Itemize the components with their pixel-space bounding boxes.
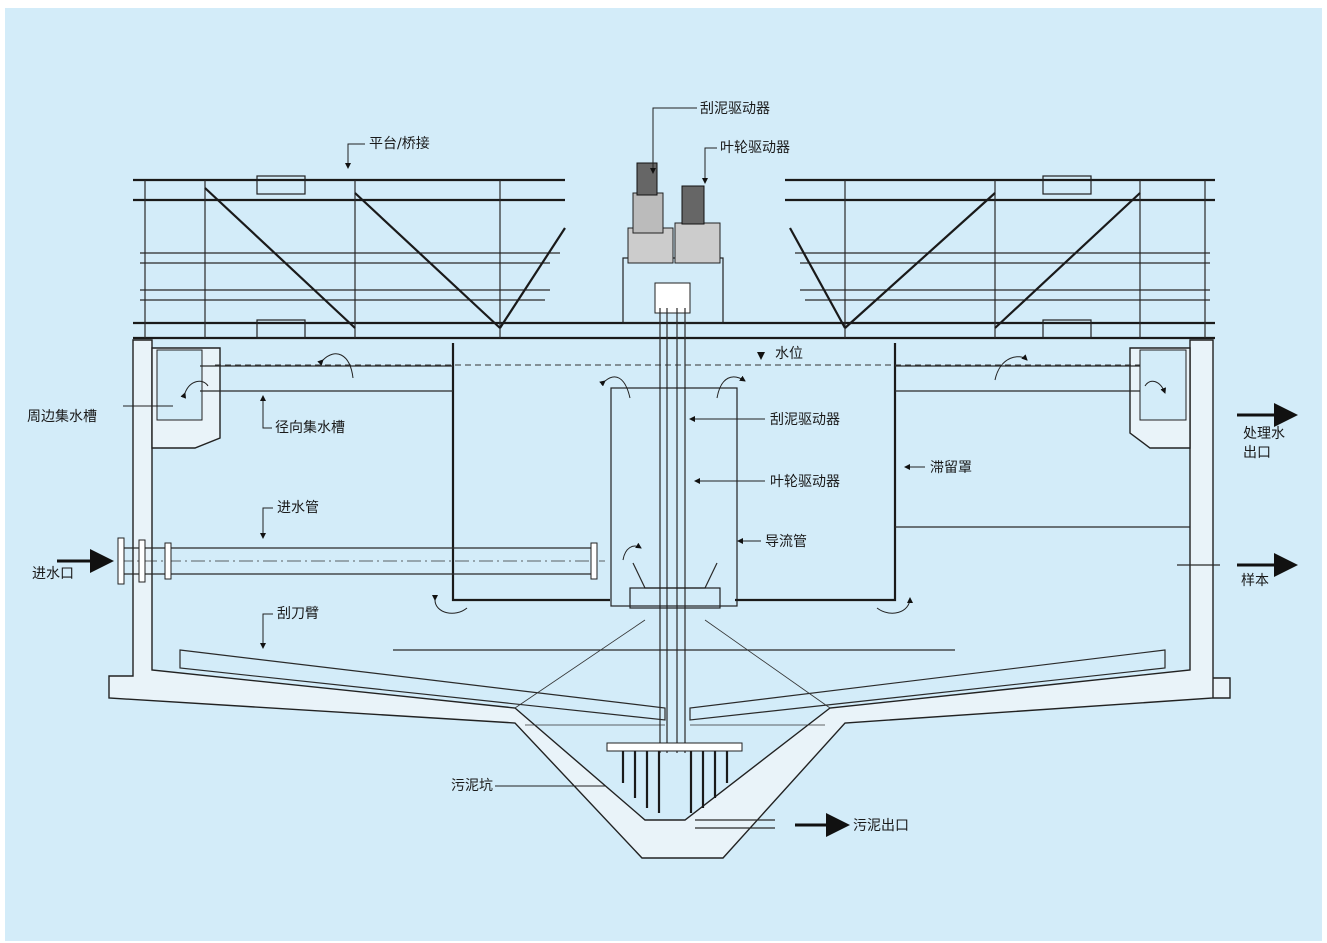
- draft-tube: [610, 387, 738, 609]
- label-platform-bridge: 平台/桥接: [369, 135, 430, 152]
- leader-lines: [123, 107, 925, 787]
- scraper-arms: [179, 619, 1166, 726]
- label-peripheral-launder: 周边集水槽: [27, 408, 97, 425]
- label-retention-hood: 滞留罩: [930, 460, 972, 476]
- label-scraper-drive-top: 刮泥驱动器: [700, 101, 770, 117]
- radial-launders: [200, 365, 1140, 392]
- label-sample: 样本: [1241, 573, 1269, 589]
- water-level-marker: [757, 352, 765, 360]
- label-scraper-arm: 刮刀臂: [277, 606, 319, 622]
- sludge-rake: [606, 742, 775, 829]
- label-inlet: 进水口: [32, 566, 74, 582]
- label-sludge-outlet: 污泥出口: [853, 818, 909, 834]
- retention-hood: [451, 343, 897, 602]
- label-sludge-pit: 污泥坑: [451, 778, 493, 794]
- label-scraper-drive-shaft: 刮泥驱动器: [770, 412, 840, 428]
- left-wall: [108, 339, 1231, 859]
- clarifier-drawing: 刮泥驱动器 叶轮驱动器 平台/桥接 水位 周边集水槽 径向集水槽 刮泥驱动器 叶…: [27, 101, 1298, 859]
- label-impeller-drive-shaft: 叶轮驱动器: [770, 474, 840, 490]
- flow-arrows: [180, 353, 1167, 614]
- bridge-right: [785, 175, 1215, 339]
- label-inlet-pipe: 进水管: [277, 500, 319, 516]
- label-water-level: 水位: [775, 346, 803, 362]
- inlet-pipe: [117, 537, 605, 585]
- label-impeller-drive-top: 叶轮驱动器: [720, 140, 790, 156]
- label-treated-outlet-2: 出口: [1243, 445, 1271, 461]
- diagram-canvas: 刮泥驱动器 叶轮驱动器 平台/桥接 水位 周边集水槽 径向集水槽 刮泥驱动器 叶…: [5, 8, 1322, 941]
- label-treated-outlet-1: 处理水: [1243, 426, 1285, 442]
- tank-structure: [108, 339, 1231, 859]
- label-radial-launder: 径向集水槽: [275, 419, 345, 436]
- center-shaft: [659, 308, 686, 753]
- external-arrows: [57, 403, 1298, 837]
- bridge-left: [133, 175, 1215, 340]
- label-draft-tube: 导流管: [765, 534, 807, 550]
- drive-assembly: [622, 162, 724, 324]
